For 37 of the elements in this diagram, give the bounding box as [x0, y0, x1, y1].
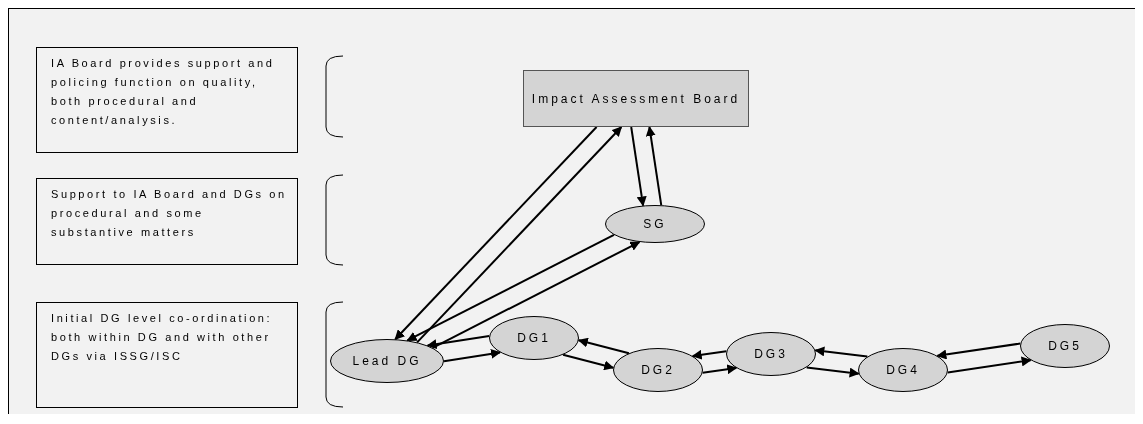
node-label: DG5 [1048, 339, 1082, 353]
arrow [645, 126, 663, 207]
board-box [523, 70, 749, 127]
arrow [805, 366, 860, 378]
node-label: DG2 [641, 363, 675, 377]
unit-ellipse [613, 348, 703, 392]
unit-ellipse [330, 339, 444, 383]
unit-ellipse [489, 316, 579, 360]
description-text: Initial DG level co-ordination: both within DG and with other DGs via ISSG/ISC [51, 311, 274, 364]
arrow [814, 346, 869, 358]
description-box [36, 178, 298, 265]
description-text: IA Board provides support and policing function on quality, both procedural and content/analysis. [51, 56, 276, 128]
node-label: DG1 [517, 331, 551, 345]
arrow [691, 349, 728, 360]
arrow [562, 353, 615, 371]
arrow [577, 337, 630, 355]
node-label: Impact Assessment Board [531, 91, 741, 106]
arrow [406, 233, 615, 342]
description-box [36, 47, 298, 153]
arrow [443, 348, 501, 363]
node-label: DG3 [754, 347, 788, 361]
description-box [36, 302, 298, 408]
arrow [426, 334, 491, 350]
node-label: SG [643, 217, 667, 231]
unit-ellipse [858, 348, 948, 392]
arrow [394, 126, 598, 341]
arrow [630, 126, 647, 207]
unit-ellipse [726, 332, 816, 376]
unit-ellipse [605, 205, 705, 243]
unit-ellipse [1020, 324, 1110, 368]
arrow [936, 342, 1022, 360]
node-label: DG4 [886, 363, 920, 377]
arrow [701, 364, 738, 375]
arrow [946, 356, 1032, 374]
description-text: Support to IA Board and DGs on procedural and some substantive matters [51, 187, 288, 240]
node-label: Lead DG [352, 354, 422, 368]
arrow [416, 126, 623, 344]
